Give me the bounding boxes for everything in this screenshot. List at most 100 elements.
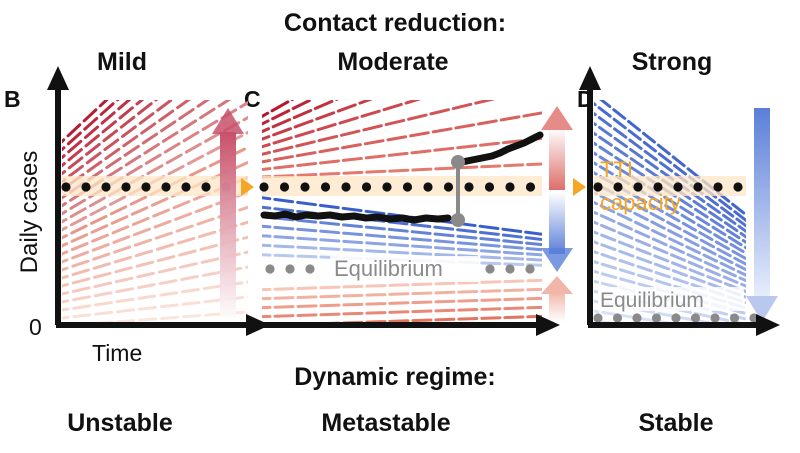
equilibrium-dot [505, 264, 515, 274]
tti-dot [593, 182, 603, 192]
bidirectional-arrow-icon [541, 106, 573, 322]
flow-streak-decay [594, 210, 746, 283]
flow-streak-decay [262, 205, 542, 241]
flow-streak-decay [594, 230, 746, 294]
regime-label-unstable: Unstable [67, 409, 173, 437]
flow-streak [62, 100, 211, 200]
transition-node-bottom [451, 213, 465, 227]
flow-streak [62, 100, 159, 176]
equilibrium-label-bg-strong [598, 287, 744, 311]
tti-dot [259, 182, 269, 192]
flow-streak [62, 100, 120, 152]
strength-label-mild: Mild [97, 48, 147, 76]
equilibrium-label-strong: Equilibrium [600, 289, 704, 312]
strength-label-moderate: Moderate [337, 48, 448, 76]
tti-dot [101, 182, 111, 192]
strength-label-strong: Strong [632, 48, 713, 76]
equilibrium-dot [525, 264, 535, 274]
tti-dot [161, 182, 171, 192]
tti-dot [300, 182, 310, 192]
tti-band-moderate [262, 176, 542, 196]
tti-dot [613, 182, 623, 192]
bottom-heading: Dynamic regime: [294, 363, 495, 391]
tti-dot [201, 182, 211, 192]
tti-dot [402, 182, 413, 192]
axes-strong [579, 66, 780, 336]
flow-streak [62, 295, 248, 320]
tti-dot [141, 182, 151, 192]
tti-band-mild [62, 176, 248, 196]
panel-letter-c: C [244, 86, 261, 112]
flow-streak-growth [262, 100, 314, 126]
case-trajectory-low [260, 210, 452, 224]
flow-streak [62, 100, 232, 208]
axes-moderate [258, 314, 560, 336]
flow-streak-growth [262, 111, 542, 164]
flow-streak [62, 280, 248, 312]
equilibrium-dot [690, 313, 701, 323]
transition-node-top [451, 155, 465, 169]
y-axis-label: Daily cases [16, 151, 43, 274]
tti-dot [382, 182, 392, 192]
top-heading: Contact reduction: [284, 9, 506, 37]
equilibrium-dots-moderate [265, 264, 535, 274]
equilibrium-dot [485, 264, 495, 274]
equilibrium-dot [285, 264, 295, 274]
flow-streak [95, 310, 248, 322]
flow-streak-growth [262, 162, 542, 179]
flow-streak-decay [262, 224, 542, 252]
tti-marker-icon-strong [573, 178, 586, 196]
flow-streak [62, 100, 132, 160]
tti-threshold-dots-moderate [259, 182, 536, 192]
tti-dot [443, 182, 454, 192]
equilibrium-label-moderate: Equilibrium [334, 256, 443, 281]
tti-marker-icon [241, 178, 254, 196]
tti-dot [279, 182, 290, 192]
tti-band-strong [594, 176, 746, 196]
tti-dot [713, 182, 723, 192]
tti-dot [525, 182, 536, 192]
flow-streak-decay [599, 100, 746, 217]
flow-streak-decay [594, 200, 746, 277]
equilibrium-label-bg [330, 256, 478, 282]
tti-dot [733, 182, 743, 192]
case-trajectory-high [458, 131, 544, 166]
tti-dot [464, 182, 474, 192]
tti-dot [181, 182, 191, 192]
flow-streak-low [262, 305, 542, 319]
flow-streak-decay [594, 111, 746, 228]
flow-streak-low [262, 287, 542, 301]
flow-streak-decay [594, 190, 746, 272]
tti-dot [341, 182, 351, 192]
flow-streak-decay [262, 215, 542, 247]
equilibrium-dot [305, 264, 315, 274]
tti-dot [81, 182, 91, 192]
flow-streak-decay [262, 234, 542, 257]
down-arrow-icon [746, 108, 778, 322]
tti-dot [423, 182, 433, 192]
flow-streak-growth [262, 136, 542, 171]
tti-dot [653, 182, 663, 192]
x-axis-label: Time [92, 340, 142, 366]
flow-streak-decay [594, 220, 746, 288]
flow-streak-decay [594, 260, 746, 310]
tti-dot [693, 182, 703, 192]
tti-dot [61, 182, 71, 192]
equilibrium-dot [710, 313, 720, 323]
flow-streak-low [262, 296, 542, 310]
flow-streak-decay [594, 161, 746, 255]
flow-streak-growth [262, 100, 339, 134]
equilibrium-dot [265, 264, 275, 274]
tti-dot [505, 182, 515, 192]
equilibrium-dot [593, 313, 603, 323]
equilibrium-dot [632, 313, 642, 323]
tti-dot [673, 182, 683, 192]
panel-letter-b: B [4, 86, 21, 112]
flow-streak [62, 100, 145, 168]
tti-dot [633, 182, 643, 192]
equilibrium-dots-strong [593, 313, 759, 323]
flow-streak-decay [262, 243, 542, 262]
tti-dot [121, 182, 131, 192]
tti-dot [484, 182, 495, 192]
flow-streak-decay [594, 151, 746, 250]
